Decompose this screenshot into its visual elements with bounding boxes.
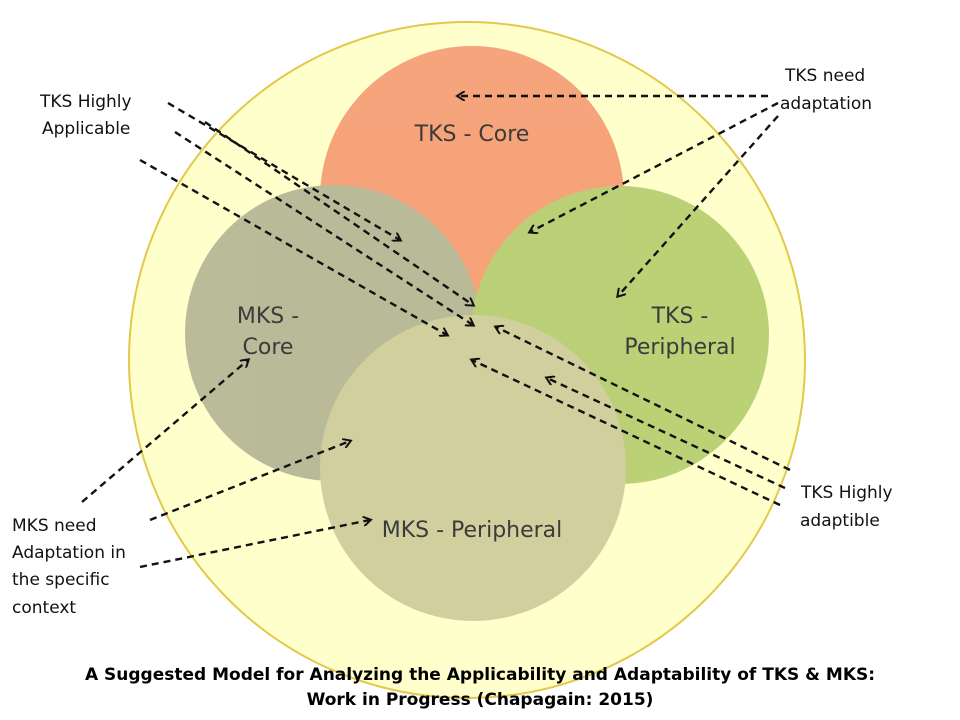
tks-need-adaptation-line1: TKS need: [784, 66, 865, 86]
tks-highly-applicable-line1: TKS Highly: [39, 92, 132, 112]
tks-highly-adaptible-arrows: [472, 327, 791, 507]
mks-need-adaptation-arrows: [81, 360, 370, 569]
mks-peripheral-circle: [320, 315, 626, 621]
mks-need-adaptation-line2: Adaptation in: [12, 543, 126, 563]
mks-need-adaptation-line1: MKS need: [12, 516, 97, 536]
tks-peripheral-label-line1: TKS -: [651, 304, 709, 329]
tks-highly-applicable-arrows: [139, 101, 473, 335]
tks-peripheral-label-line2: Peripheral: [624, 335, 735, 360]
mks-core-label-line1: MKS -: [237, 304, 299, 329]
tks-need-adaptation-line2: adaptation: [780, 94, 872, 114]
tks-highly-applicable-line2: Applicable: [42, 119, 130, 139]
tks-highly-adaptible-line2: adaptible: [800, 511, 880, 531]
mks-peripheral-label: MKS - Peripheral: [382, 518, 563, 543]
tks-highly-adaptible-line1: TKS Highly: [800, 483, 893, 503]
mks-need-adaptation-line3: the specific: [12, 570, 110, 590]
caption-line1-part2: Analyzing the Applicability and Adaptabi…: [309, 665, 876, 685]
caption-line1-part1: A Suggested Model for: [84, 665, 310, 685]
tks-need-adaptation-arrows: [458, 96, 779, 296]
caption-line2: Work in Progress (Chapagain: 2015): [306, 690, 654, 710]
figure-caption: A Suggested Model for Analyzing the Appl…: [0, 663, 960, 713]
tks-core-label: TKS - Core: [414, 122, 530, 147]
caption-line1: A Suggested Model for Analyzing the Appl…: [0, 663, 960, 688]
mks-need-adaptation-line4: context: [12, 598, 76, 618]
mks-core-label-line2: Core: [243, 335, 294, 360]
